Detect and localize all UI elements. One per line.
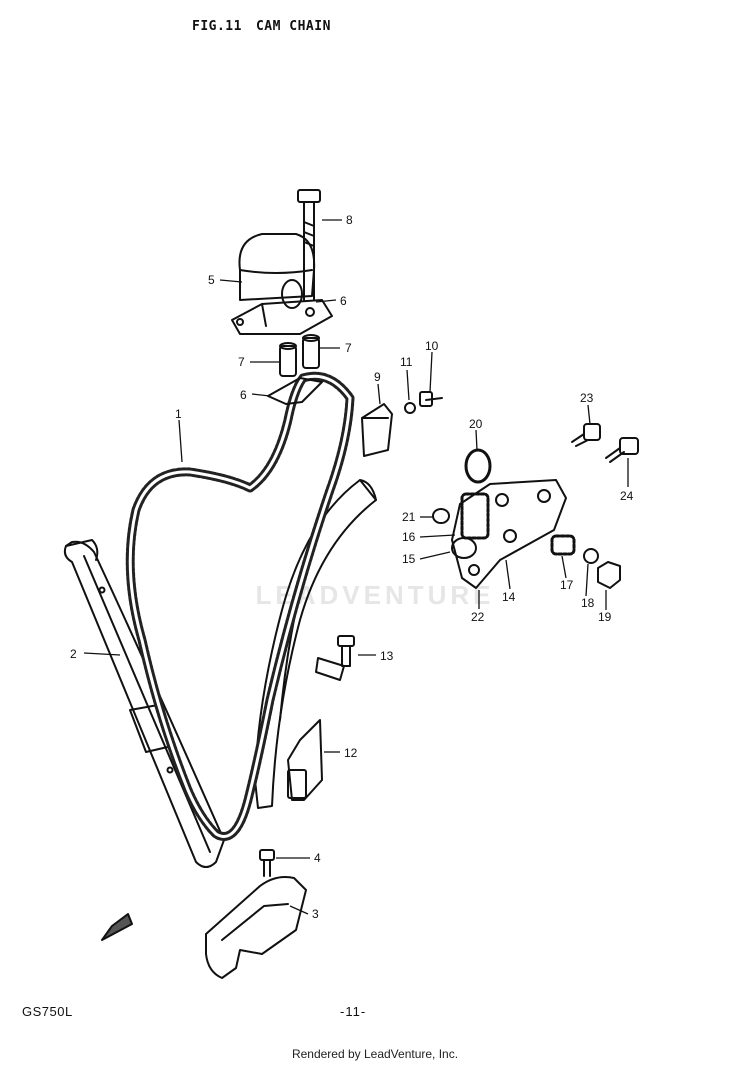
cam-chain (125, 371, 355, 841)
washer-11 (404, 402, 416, 414)
bottom-guide-3 (205, 876, 307, 979)
figure-number: FIG.11 (192, 19, 242, 34)
page-number: -11- (340, 1004, 367, 1019)
model-code: GS750L (22, 1004, 73, 1019)
part-number-label: 2 (70, 647, 77, 661)
part-number-label: 23 (580, 391, 594, 405)
figure-header: FIG.11 CAM CHAIN (192, 19, 345, 34)
oring-20 (464, 448, 492, 484)
part-number-label: 10 (425, 339, 439, 353)
damper-9 (361, 403, 393, 457)
spacer-7 (279, 334, 320, 377)
spring-17 (550, 534, 576, 556)
part-number-label: 1 (175, 407, 182, 421)
part-number-label: 11 (400, 355, 413, 369)
rendered-by-footer: Rendered by LeadVenture, Inc. (291, 1047, 459, 1061)
bolt-8 (297, 189, 321, 301)
part-number-label: 15 (402, 552, 416, 566)
nut-19 (597, 561, 621, 589)
part-number-label: 5 (208, 273, 215, 287)
part-number-label: 18 (581, 596, 595, 610)
part-number-label: 24 (620, 489, 634, 503)
washer-18 (583, 548, 599, 564)
figure-title: CAM CHAIN (255, 19, 331, 34)
part-number-label: 17 (560, 578, 574, 592)
part-number-label: 12 (344, 746, 358, 760)
upper-chain-guide (231, 233, 333, 335)
part-number-label: 14 (502, 590, 516, 604)
bolt-13 (337, 635, 355, 667)
bolt-23 (571, 423, 601, 447)
part-number-label: 21 (402, 510, 416, 524)
guide-holder-lower (267, 377, 323, 405)
front-arrow-icon (101, 913, 133, 941)
part-number-label: 13 (380, 649, 394, 663)
part-number-label: 3 (312, 907, 319, 921)
part-number-label: 6 (340, 294, 347, 308)
part-number-label: 8 (346, 213, 353, 227)
part-number-label: 19 (598, 610, 612, 624)
washer-21 (432, 508, 450, 524)
part-number-label: 16 (402, 530, 416, 544)
part-number-label: 4 (314, 851, 321, 865)
part-number-label: 20 (469, 417, 483, 431)
tensioner-assembly (432, 423, 639, 589)
part-number-label: 6 (240, 388, 247, 402)
part-number-label: 22 (471, 610, 485, 624)
part-number-label: 9 (374, 370, 381, 384)
bolt-4 (259, 849, 275, 877)
part-number-label: 7 (345, 341, 352, 355)
bolt-24 (605, 437, 639, 463)
part-number-label: 7 (238, 355, 245, 369)
bolt-10 (419, 391, 443, 407)
